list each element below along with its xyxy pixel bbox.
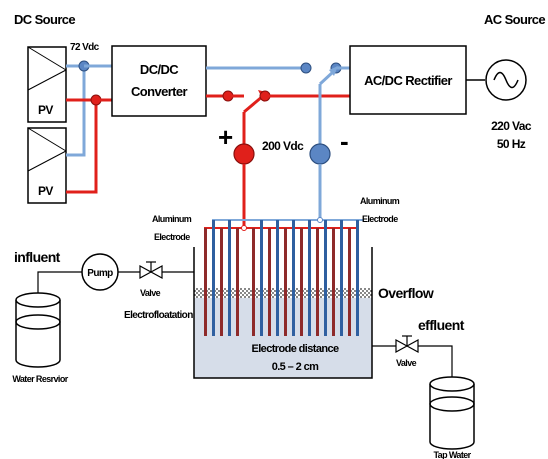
pv-label-bottom: PV [38,184,53,198]
influent-pipe [37,271,82,293]
dcdc-label-line1: DC/DC [140,62,179,77]
dcdc-label-line2: Converter [131,84,188,99]
effluent-pipe [418,345,453,384]
acdc-rectifier: AC/DC Rectifier [349,45,467,115]
electrode [324,220,327,336]
water-reservoir [15,292,61,368]
minus-sign: - [340,126,348,156]
pv-label-top: PV [38,103,53,117]
electrode [268,228,271,336]
tap-water-label: Tap Water [433,450,471,459]
negative-switch-arrow [329,66,338,76]
voltage-72vdc-label: 72 Vdc [70,42,100,53]
positive-terminal [233,143,255,165]
pump-label: Pump [87,268,113,279]
electrode [276,220,279,336]
ac-frequency-label: 50 Hz [497,137,526,151]
tap-water-container [429,376,475,450]
electrode [212,220,215,336]
negative-bus-node [317,217,323,223]
positive-bus-node [241,225,247,231]
negative-terminal [309,143,331,165]
dc-source-title: DC Source [14,12,75,27]
inlet-valve-label: Valve [140,288,161,298]
electrode [252,228,255,336]
aluminum-electrode-left-2: Electrode [154,232,190,242]
plus-sign: + [218,122,233,152]
dcdc-converter: DC/DC Converter [111,45,207,117]
electrode [308,220,311,336]
electrode-array [204,220,359,336]
electrode [356,220,359,336]
effluent-label: effluent [418,317,465,333]
electrode [260,220,263,336]
froth-layer [194,288,372,298]
ac-source-title: AC Source [484,12,545,27]
electrode-distance-label-1: Electrode distance [251,343,338,355]
pv-positive-wiring [66,98,98,194]
electrode [236,228,239,336]
electrode [228,220,231,336]
electrode [220,228,223,336]
electrode-distance-label-2: 0.5 – 2 cm [272,361,319,373]
electrode [284,228,287,336]
ac-voltage-label: 220 Vac [491,119,532,133]
electrode [316,228,319,336]
positive-switch-blade [243,94,264,114]
aluminum-electrode-left-1: Aluminum [152,214,192,224]
converter-neg-node [300,62,312,74]
electrode [300,228,303,336]
electroflotation-label: Electrofloatation [124,310,193,321]
pv-negative-wiring [66,64,86,157]
electrode [332,228,335,336]
aluminum-electrode-right-2: Electrode [362,214,398,224]
valve-icon-outlet [395,335,419,354]
ac-source-symbol [485,59,527,101]
aluminum-electrode-right-1: Aluminum [360,196,400,206]
pv-panel-top: PV [27,46,67,123]
water-reservoir-label: Water Resrvior [12,374,68,384]
voltage-200vdc-label: 200 Vdc [262,139,304,153]
influent-label: influent [14,249,61,265]
negative-switch-blade [318,70,335,86]
electrode [292,220,295,336]
pv-panel-bottom: PV [27,127,67,204]
rectifier-label: AC/DC Rectifier [364,73,452,88]
overflow-label: Overflow [378,285,434,301]
valve-icon-inlet [139,261,163,280]
electrode [204,228,207,336]
pump: Pump [81,253,119,291]
electrode [340,220,343,336]
outlet-valve-label: Valve [396,358,417,368]
electrode [348,228,351,336]
